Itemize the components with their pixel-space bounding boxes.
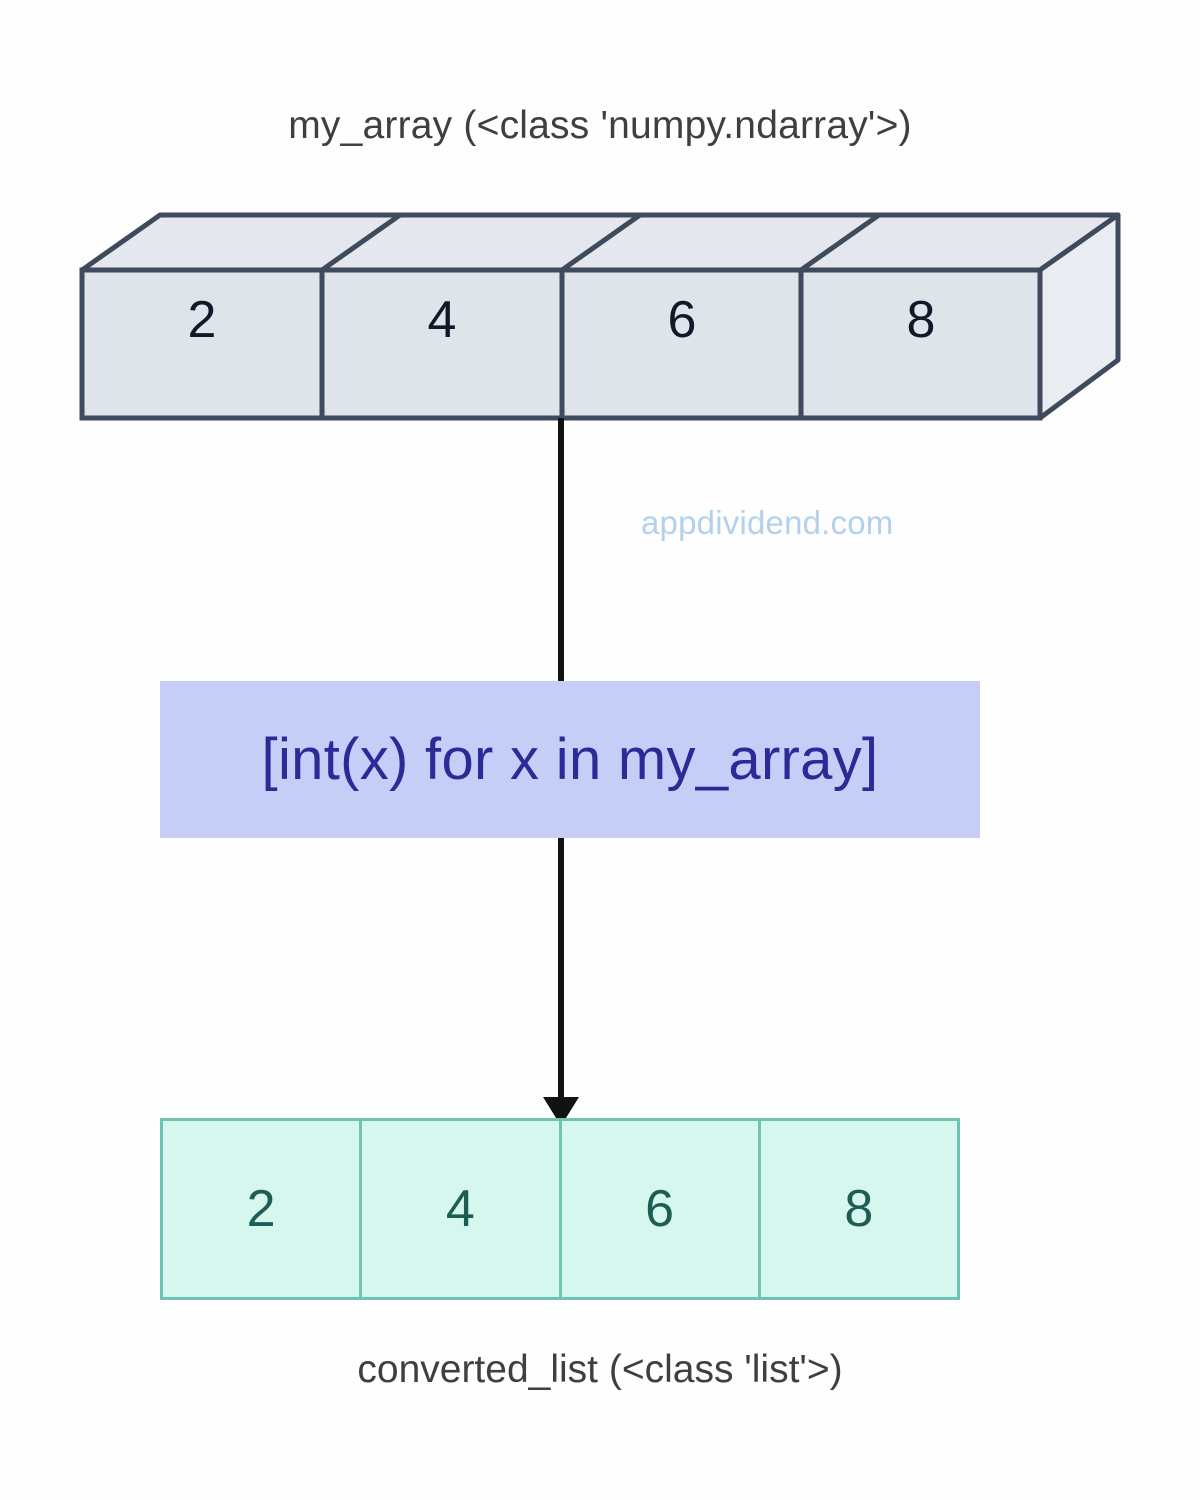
- converted-list-row: 2 4 6 8: [160, 1118, 960, 1300]
- source-array-caption: my_array (<class 'numpy.ndarray'>): [288, 104, 912, 147]
- array-top-divider-3: [799, 212, 881, 273]
- array-cell-value: 8: [906, 291, 936, 349]
- array-cell-value: 2: [187, 291, 217, 349]
- list-cell: 2: [163, 1121, 363, 1297]
- list-cell: 6: [562, 1121, 761, 1297]
- list-cell: 4: [362, 1121, 562, 1297]
- array-3d-svg: [79, 212, 1121, 421]
- source-array-3d-box: [60, 195, 1150, 445]
- watermark-appdividend: appdividend.com: [641, 504, 894, 541]
- list-cell: 8: [844, 1180, 874, 1238]
- array-cell-value: 4: [427, 291, 457, 349]
- code-expression-box: [int(x) for x in my_array]: [160, 681, 980, 838]
- code-expression-text: [int(x) for x in my_array]: [261, 727, 879, 792]
- converted-list-caption: converted_list (<class 'list'>): [357, 1348, 843, 1391]
- array-top-divider-1: [320, 212, 402, 273]
- array-top-divider-2: [560, 212, 642, 273]
- array-cell-value: 6: [667, 291, 697, 349]
